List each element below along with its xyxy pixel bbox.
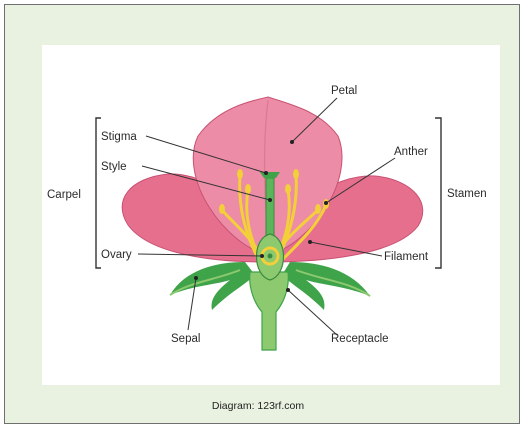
label-receptacle: Receptacle [331, 333, 389, 345]
label-carpel: Carpel [47, 189, 81, 201]
receptacle [250, 272, 289, 350]
sepal-left [170, 262, 255, 310]
stamen-bracket [435, 118, 441, 268]
diagram-credit: Diagram: 123rf.com [0, 400, 516, 412]
label-stamen: Stamen [447, 188, 487, 200]
label-filament: Filament [384, 251, 429, 263]
style [266, 178, 274, 238]
label-sepal: Sepal [171, 333, 200, 345]
label-anther: Anther [394, 146, 428, 158]
sepal-right [282, 262, 370, 310]
label-stigma: Stigma [101, 131, 137, 143]
label-ovary: Ovary [101, 249, 132, 261]
label-petal: Petal [331, 85, 357, 97]
label-style: Style [101, 161, 127, 173]
ovule [268, 254, 273, 259]
